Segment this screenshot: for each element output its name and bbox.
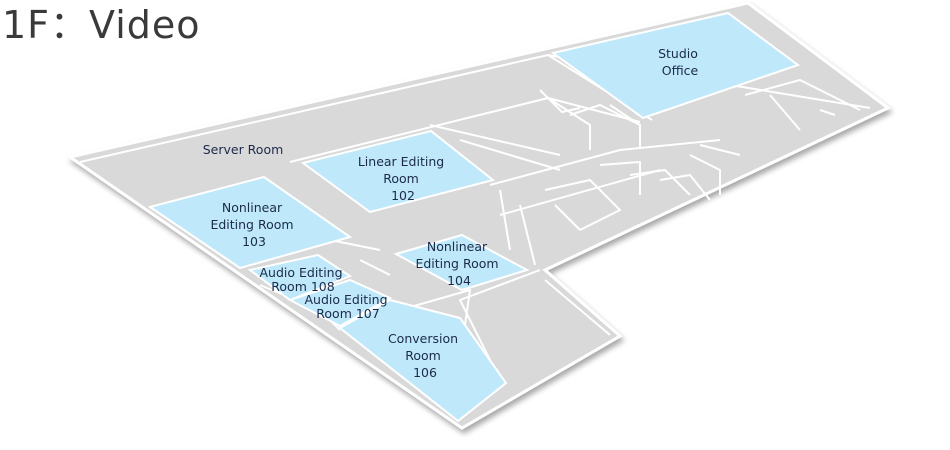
interior-walls — [79, 54, 871, 381]
room-nonlinear-editing-104[interactable] — [393, 233, 530, 292]
label-server-room: Server Room — [203, 142, 284, 157]
room-audio-editing-108[interactable] — [247, 253, 353, 302]
room-linear-editing-102[interactable] — [300, 129, 496, 214]
room-nonlinear-editing-103[interactable] — [147, 175, 353, 270]
label-nonlinear-editing-103: Nonlinear Editing Room 103 — [210, 200, 297, 249]
room-audio-editing-107[interactable] — [287, 278, 393, 328]
room-conversion-106[interactable] — [338, 298, 508, 423]
label-nonlinear-editing-104: Nonlinear Editing Room 104 — [415, 239, 502, 288]
label-linear-editing-102: Linear Editing Room 102 — [358, 154, 448, 203]
floor-title: 1F：Video — [2, 3, 201, 47]
label-audio-editing-108: Audio Editing Room 108 — [259, 265, 346, 294]
label-studio-office: Studio Office — [658, 46, 702, 78]
room-studio-office[interactable] — [550, 11, 801, 120]
floor-outline — [66, 1, 891, 430]
label-audio-editing-107: Audio Editing Room 107 — [304, 292, 391, 321]
label-conversion-106: Conversion Room 106 — [388, 331, 462, 380]
